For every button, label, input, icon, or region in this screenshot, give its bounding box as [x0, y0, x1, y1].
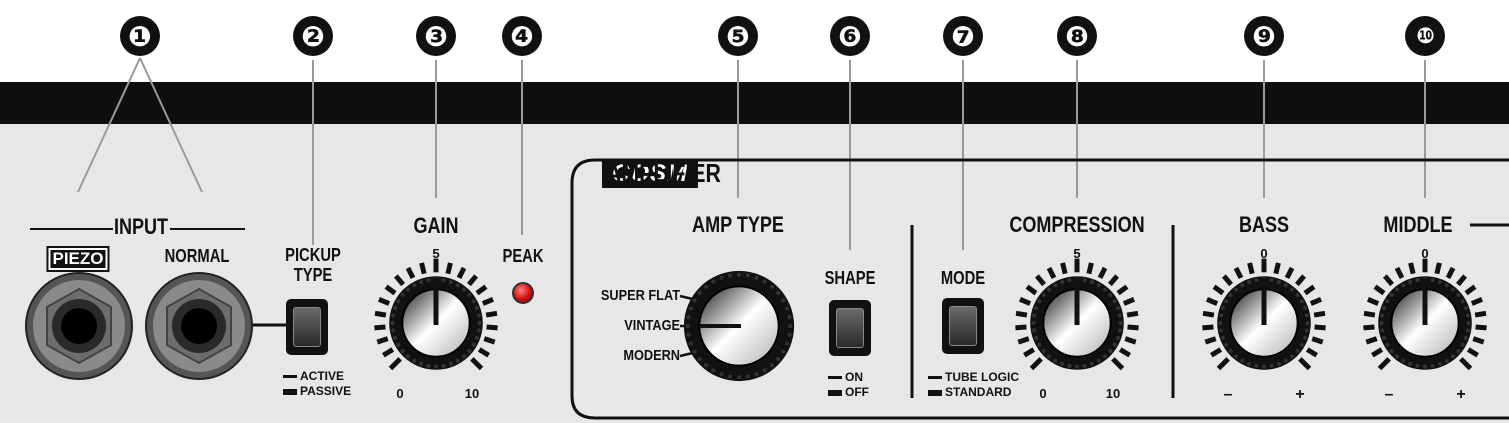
callout-7: ❼ [943, 16, 983, 56]
bass-scale-mid: 0 [1260, 246, 1268, 261]
pickup-type-legend: ACTIVE PASSIVE [283, 369, 351, 399]
peak-label: PEAK [502, 246, 544, 266]
compression-scale-min: 0 [1039, 386, 1047, 401]
compression-knob[interactable] [1012, 258, 1142, 388]
callout-4: ❹ [502, 16, 542, 56]
top-trim-bar [0, 82, 1509, 124]
gain-knob[interactable] [371, 258, 501, 388]
callout-5: ❺ [718, 16, 758, 56]
compression-scale-mid: 5 [1073, 246, 1081, 261]
compression-scale-max: 10 [1105, 386, 1121, 401]
callout-6: ❻ [830, 16, 870, 56]
mode-label: MODE [940, 268, 986, 288]
bass-label: BASS [1238, 212, 1290, 237]
bass-scale-min: – [1223, 386, 1233, 403]
gain-scale-mid: 5 [432, 246, 440, 261]
input-label: INPUT [113, 214, 169, 239]
cosm-logo: COSM [602, 159, 698, 188]
shape-off-label: OFF [845, 385, 869, 399]
amp-type-knob[interactable] [681, 268, 797, 384]
mode-standard-label: STANDARD [945, 385, 1012, 399]
callout-3: ❸ [416, 16, 456, 56]
compression-label: COMPRESSION [1009, 212, 1145, 237]
callout-1: ❶ [120, 16, 160, 56]
middle-label: MIDDLE [1383, 212, 1453, 237]
shape-on-label: ON [845, 370, 863, 384]
middle-scale-min: – [1384, 386, 1394, 403]
normal-input-jack[interactable] [144, 271, 254, 381]
mode-tube-logic-label: TUBE LOGIC [945, 370, 1019, 384]
gain-scale-max: 10 [464, 386, 480, 401]
callout-9: ❾ [1244, 16, 1284, 56]
normal-label: NORMAL [164, 246, 230, 266]
peak-led-indicator [512, 282, 534, 304]
pickup-type-label: PICKUP TYPE [285, 245, 341, 285]
shape-switch[interactable] [829, 300, 871, 356]
mode-legend: TUBE LOGIC STANDARD [928, 370, 1019, 400]
gain-label: GAIN [413, 213, 459, 238]
amp-type-label: AMP TYPE [692, 212, 784, 237]
pickup-label-line2: TYPE [293, 265, 333, 285]
middle-scale-mid: 0 [1421, 246, 1429, 261]
shape-legend: ON OFF [828, 370, 869, 400]
gain-scale-min: 0 [396, 386, 404, 401]
piezo-input-jack[interactable] [24, 271, 134, 381]
amp-type-modern: MODERN [623, 347, 680, 364]
bass-scale-max: + [1295, 386, 1305, 403]
piezo-label: PIEZO [46, 246, 110, 272]
callout-8: ❽ [1057, 16, 1097, 56]
pickup-type-switch[interactable] [286, 299, 328, 355]
section-title: AMPLIFIER [606, 158, 721, 188]
mode-switch[interactable] [942, 298, 984, 354]
pickup-label-line1: PICKUP [285, 245, 341, 265]
amp-type-super-flat: SUPER FLAT [600, 287, 680, 304]
callout-10: ❿ [1405, 16, 1445, 56]
amp-type-vintage: VINTAGE [624, 317, 680, 334]
bass-knob[interactable] [1199, 258, 1329, 388]
pickup-active-label: ACTIVE [300, 369, 345, 383]
callout-2: ❷ [293, 16, 333, 56]
cosm-amplifier-header: COSM AMPLIFIER [602, 158, 746, 189]
middle-scale-max: + [1456, 386, 1466, 403]
middle-knob[interactable] [1360, 258, 1490, 388]
shape-label: SHAPE [824, 268, 876, 288]
pickup-passive-label: PASSIVE [300, 384, 352, 398]
